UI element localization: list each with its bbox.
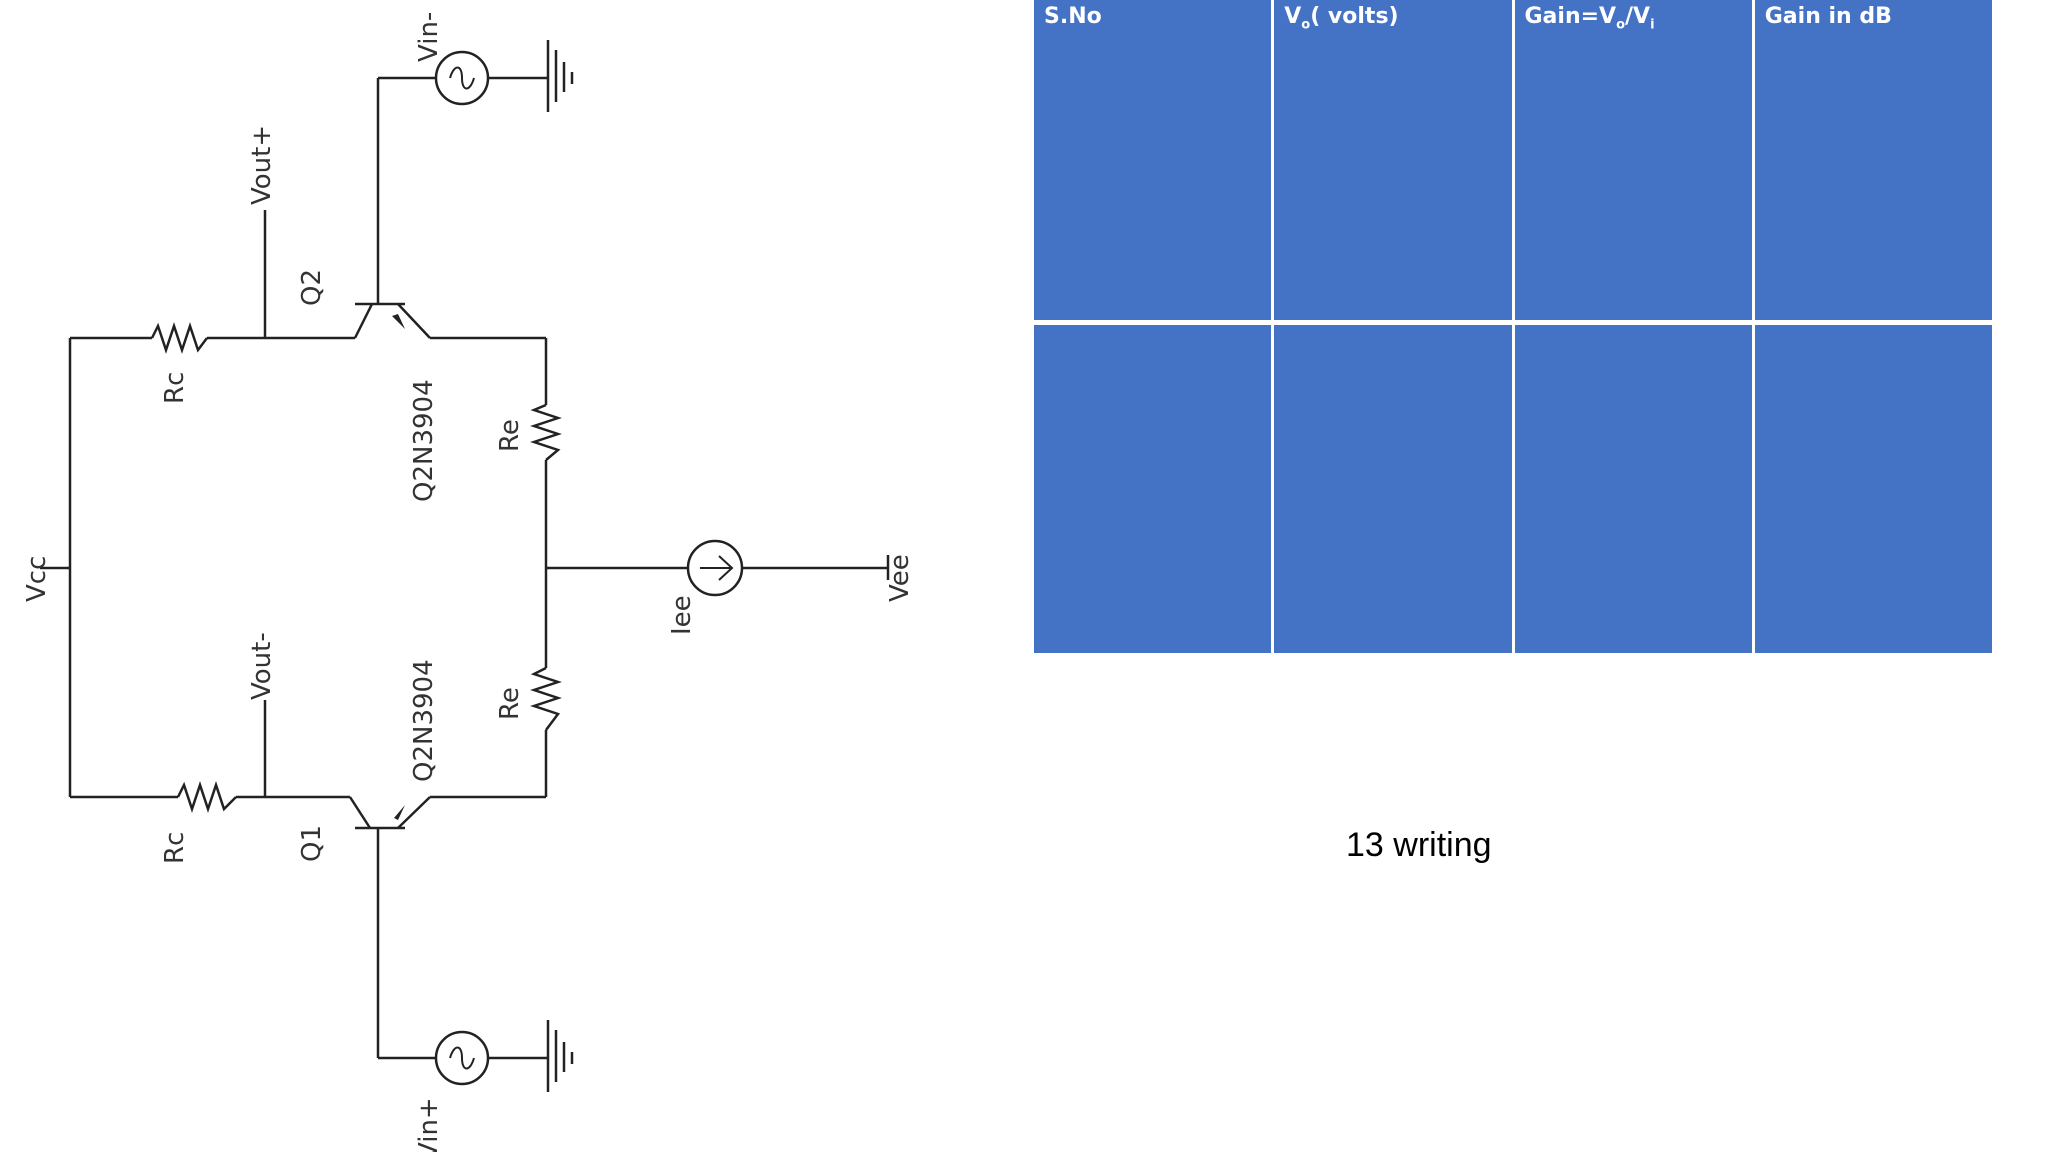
label-vout-minus: Vout-	[247, 632, 277, 700]
label-rc-bottom: Rc	[160, 832, 190, 864]
differential-amplifier-circuit: Vin- Vout+ Q2 Rc Q2N3904 Re Vcc Iee Vee …	[22, 12, 915, 1152]
table-cell[interactable]	[1751, 322, 1996, 653]
label-re-top: Re	[495, 419, 525, 452]
table-cell[interactable]	[1511, 322, 1755, 653]
header-gain: Gain=Vo/Vi	[1511, 0, 1755, 325]
resistor-rc-top	[150, 322, 208, 354]
header-gain-db: Gain in dB	[1751, 0, 1996, 325]
resistor-re-bottom	[530, 666, 562, 731]
header-sno: S.No	[1030, 0, 1275, 325]
label-vin-minus: Vin-	[414, 12, 444, 62]
label-vin-plus: Vin+	[414, 1097, 444, 1152]
table-cell[interactable]	[1271, 322, 1515, 653]
label-q2n3904-bottom: Q2N3904	[409, 659, 439, 782]
circuit-wires	[40, 76, 890, 1060]
label-vee: Vee	[885, 554, 915, 602]
resistor-re-top	[530, 403, 562, 461]
transistor-q1-arrow	[394, 805, 405, 820]
table-header-row: S.No Vo( volts) Gain=Vo/Vi Gain in dB	[1030, 0, 1996, 325]
slide-caption: 13 writing	[1346, 826, 1492, 864]
label-q1: Q1	[297, 825, 327, 862]
resistor-rc-bottom	[176, 781, 237, 813]
ground-icon	[546, 1020, 574, 1092]
label-vout-plus: Vout+	[247, 125, 277, 205]
table-cell[interactable]	[1030, 322, 1275, 653]
ground-icon	[546, 40, 574, 112]
ac-source-vin-minus	[434, 50, 490, 106]
table-row	[1030, 322, 1996, 653]
ac-source-vin-plus	[434, 1030, 490, 1086]
label-vcc: Vcc	[22, 556, 52, 602]
transistor-q2-arrow	[392, 314, 405, 329]
label-q2n3904-top: Q2N3904	[409, 379, 439, 502]
label-iee: Iee	[667, 595, 697, 635]
results-table: S.No Vo( volts) Gain=Vo/Vi Gain in dB	[1030, 0, 1996, 653]
label-q2: Q2	[297, 269, 327, 306]
header-vo: Vo( volts)	[1271, 0, 1515, 325]
label-re-bottom: Re	[495, 687, 525, 720]
label-rc-top: Rc	[160, 372, 190, 404]
current-source-iee	[686, 539, 744, 597]
